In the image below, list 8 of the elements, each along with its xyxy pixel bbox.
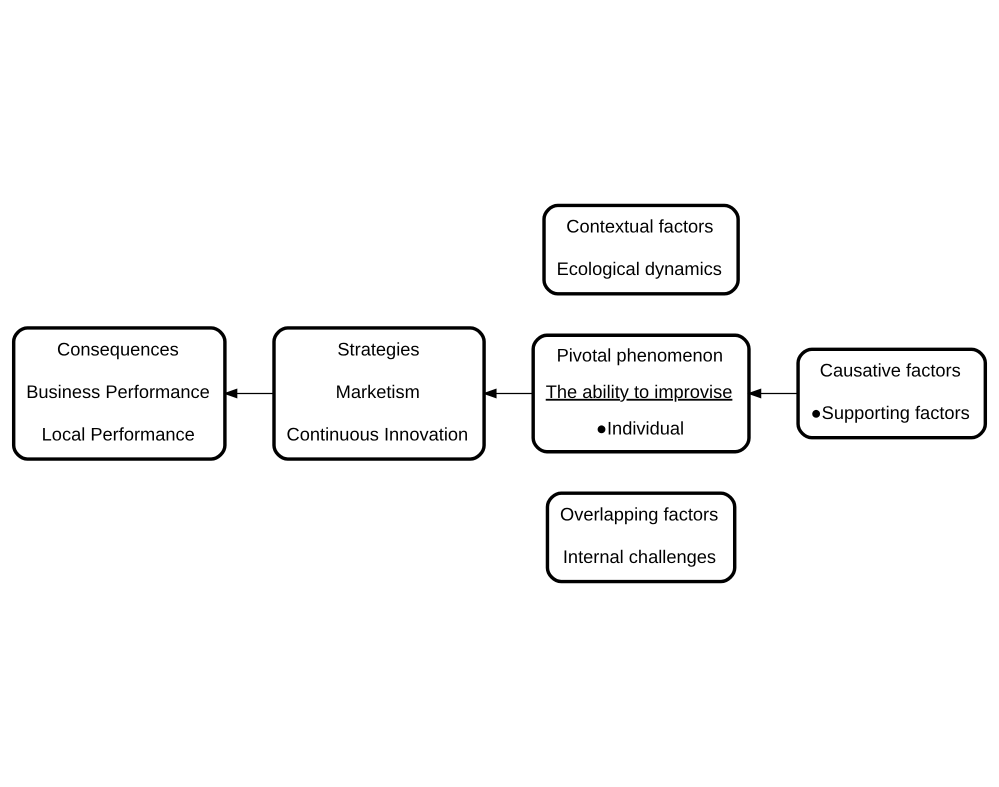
node-box: Strategies Marketism Continuous Innovation [272, 326, 486, 461]
node-box: Consequences Business Performance Local Performance [12, 326, 227, 461]
node-box: Pivotal phenomenon The ability to improvise ●Individual [531, 334, 751, 454]
node-box: Causative factors ●Supporting factors [796, 348, 988, 440]
arrow [747, 388, 798, 398]
node-box: Overlapping factors Internal challenges [546, 491, 736, 584]
node-box: Contextual factors Ecological dynamics [542, 204, 740, 296]
arrow [223, 388, 274, 398]
